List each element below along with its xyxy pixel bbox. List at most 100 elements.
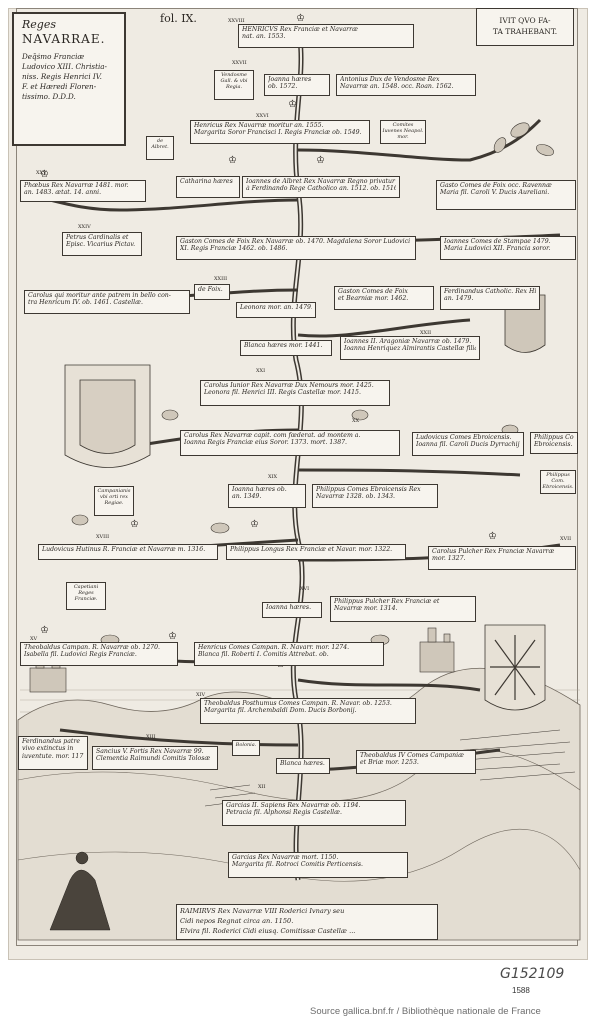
crown-icon: ♔ [130,519,139,530]
label-line: Navarræ an. 1548. occ. Roan. 1562. [340,83,454,91]
note-capetiani: Capetiani Reges Franciæ. [66,582,106,610]
label-line: Elvira fil. Roderici Cidi eiusq. Comitis… [180,927,356,935]
label-garcias-sapiens: Garcias II. Sapiens Rex Navarræ ob. 1194… [222,800,406,826]
label-line: Ioanna hæres. [266,604,312,611]
label-line: Philippus Comes [534,434,574,441]
label-line: Garcias Rex Navarræ mort. 1150. [232,854,339,861]
label-line: Phœbus Rex Navarræ 1481. mor. [24,182,129,189]
label-line: tra Henricum IV. ob. 1461. Castellæ. [28,299,143,307]
label-line: Theobaldus IV Comes Campaniæ [360,752,464,759]
note-campanianis: Campanianis vbi orti rex Regiae. [94,486,134,516]
label-raimirus: RAIMIRVS Rex Navarræ VIII Roderici Ivnar… [176,904,438,940]
label-ioannes-stampae: Ioannes Comes de Stampae 1479.Maria Ludo… [440,236,576,260]
label-theobaldus-posthumus: Theobaldus Posthumus Comes Campan. R. Na… [200,698,416,724]
generation-numeral: XVI [300,586,310,592]
label-line: Margarita Soror Francisci I. Regis Franc… [194,129,362,137]
label-line: Ioanna fil. Caroli Ducis Dyrrachij. [416,441,520,449]
label-blanca-heres: Blanca hæres. [276,758,330,774]
note-vendosme: Vendosme Gall. & vbi Regia. [214,70,254,100]
generation-numeral: XIV [196,692,206,698]
label-line: Ioannes Comes de Stampae 1479. [444,238,551,245]
label-line: vivo extinctus in [22,745,74,753]
label-line: mor. 1327. [432,555,466,563]
label-line: Maria Ludovici XII. Francia soror. [444,245,551,253]
label-line: Henricus Comes Campan. R. Navarr. mor. 1… [198,644,350,651]
label-line: an. 1483. ætat. 14. anni. [24,189,102,197]
label-line: Sancius V. Fortis Rex Navarræ 99. [96,748,204,755]
label-line: Gaston Comes de Foix Rex Navarræ ob. 147… [180,238,411,245]
crown-icon: ♔ [288,99,297,110]
dedication-line: Ludovico XIII. Christia- [22,62,107,71]
label-line: Blanca fil. Roberti I. Comitis Attrebat.… [198,651,329,659]
generation-numeral: XXVIII [228,18,245,24]
label-ioanna-heres: Ioanna hæres ob.an. 1349. [228,484,306,508]
generation-numeral: XII [258,784,266,790]
label-line: Maria fil. Caroli V. Ducis Aureliani. [440,189,550,197]
crown-icon: ♔ [168,631,177,642]
label-line: ob. 1572. [268,83,298,91]
generation-numeral: XIX [268,474,278,480]
crown-icon: ♔ [316,155,325,166]
label-carolus-iunior: Carolus Iunior Rex Navarræ Dux Nemours m… [200,380,390,406]
source-credit[interactable]: Source gallica.bnf.fr / Bibliothèque nat… [310,1006,541,1017]
label-line: Ludovicus Hutinus R. Franciæ et Navarræ … [42,546,206,553]
folio-number: fol. IX. [160,12,197,25]
label-line: Carolus Rex Navarræ capit. com fœderat. … [184,432,361,439]
label-line: an. 1479. [444,295,474,303]
label-line: Philippus Longus Rex Franciæ et Navar. m… [230,546,393,553]
note-bolonia: Bolonia. [232,740,260,756]
label-ludovicus-hutinus: Ludovicus Hutinus R. Franciæ et Navarræ … [38,544,218,560]
library-stamp: G152109 [500,966,565,982]
label-blanca: Blanca hæres mor. 1441. [240,340,332,356]
crown-icon: ♔ [40,169,49,180]
dedication-line: tissimo. D.D.D. [22,92,76,101]
label-line: Petracia fil. Alphonsi Regis Castellæ. [226,809,342,817]
label-line: Cidi nepos Regnat circa an. 1150. [180,917,294,925]
plate-number: 1588 [512,986,530,995]
label-line: RAIMIRVS Rex Navarræ VIII Roderici Ivnar… [180,907,345,915]
generation-numeral: XXI [256,368,266,374]
plate-border [16,8,578,946]
label-line: et Bearniæ mor. 1462. [338,295,409,303]
label-line: an. 1349. [232,493,262,501]
generation-numeral: XXVII [232,60,247,66]
note-albret: de Albret. [146,136,174,160]
label-line: Philippus Pulcher Rex Franciæ et [334,598,440,605]
label-line: Petrus Cardinalis et [66,234,129,241]
title-navarrae: NAVARRAE. [22,32,106,46]
label-line: Ioannes de Albret Rex Navarræ Regno priv… [246,178,395,185]
dedication-line: F. et Hæredi Floren- [22,82,97,91]
label-ioannes-albret: Ioannes de Albret Rex Navarræ Regno priv… [242,176,400,198]
label-ioannes-ii: Ioannes II. Aragoniæ Navarræ ob. 1479.Io… [340,336,480,360]
label-line: Ferdinandus patre [22,738,81,745]
label-line: Isabella fil. Ludovici Regis Franciæ. [24,651,137,659]
label-line: Gasto Comes de Foix occ. Ravennæ [440,182,552,189]
label-henricus-campan: Henricus Comes Campan. R. Navarr. mor. 1… [194,642,384,666]
label-line: Gaston Comes de Foix [338,288,408,295]
generation-numeral: XXVI [256,113,269,119]
label-line: iuventute. mor. 1177. [22,752,84,760]
label-line: Ioanna Regis Franciæ eius Soror. 1373. m… [184,439,348,447]
label-line: Carolus Pulcher Rex Franciæ Navarræ [432,548,555,555]
note-comites: Comites Iuvenes Neapol. mor. [380,120,426,144]
motto-box: IVIT QVO FA- TA TRAHEBANT. [476,8,574,46]
label-catharina: Catharina hæres [176,176,240,198]
dedication-line: Deq̄ṡmo Franciæ [22,52,85,61]
label-de-foix: de Foix. [194,284,230,300]
label-line: Navarræ 1328. ob. 1343. [316,493,395,501]
label-line: Ferdinandus Catholic. Rex Hispaniæ [444,288,536,295]
label-theobaldus-campan: Theobaldus Campan. R. Navarræ ob. 1270.I… [20,642,178,666]
label-sancius-fortis: Sancius V. Fortis Rex Navarræ 99.Clement… [92,746,218,770]
label-ludovicus-ebroic: Ludovicus Comes Ebroicensis.Ioanna fil. … [412,432,524,456]
label-gaston-foix: Gaston Comes de Foix Rex Navarræ ob. 147… [176,236,416,260]
motto-line: TA TRAHEBANT. [492,27,558,36]
